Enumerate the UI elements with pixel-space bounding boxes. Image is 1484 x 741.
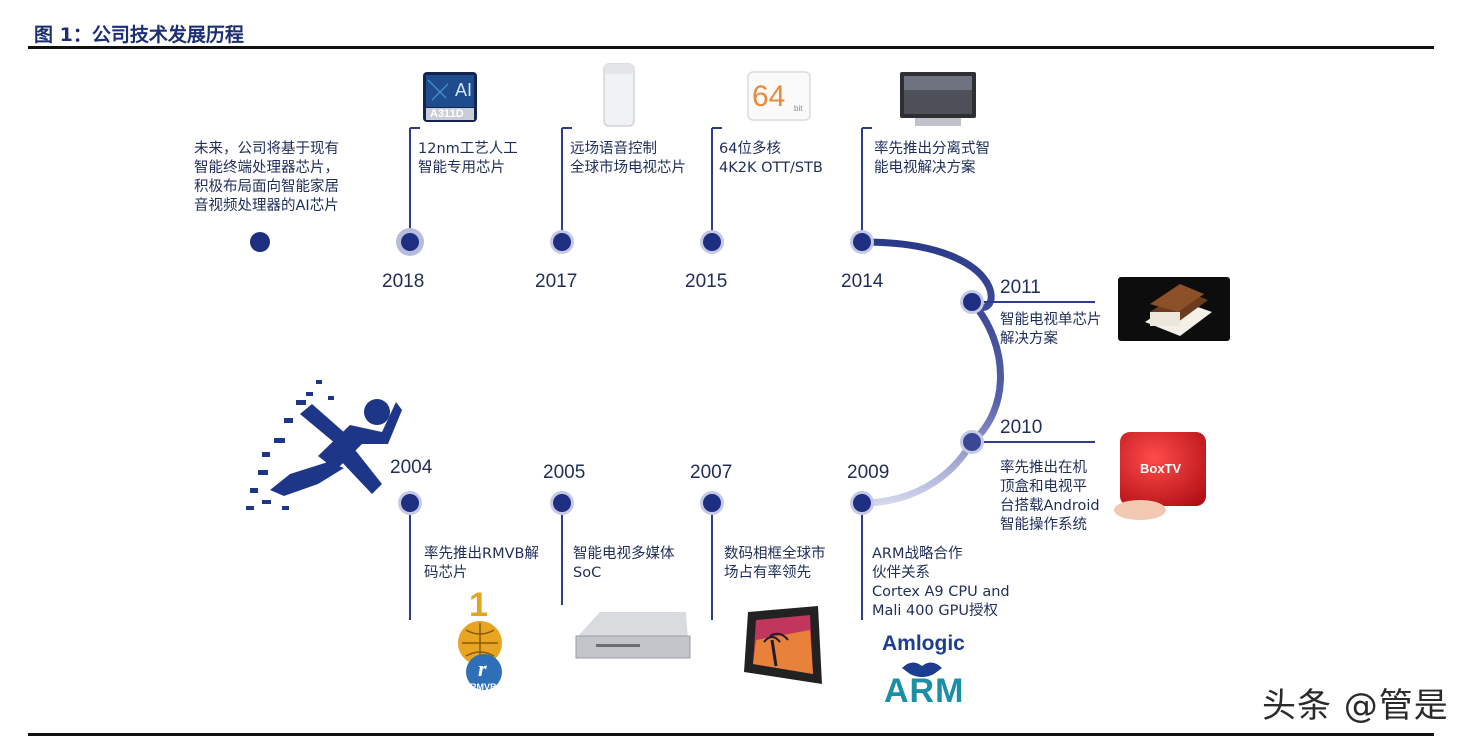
event-text-2015: 64位多核 4K2K OTT/STB bbox=[719, 141, 823, 176]
64-bit-icon bbox=[747, 71, 811, 121]
rank-number: 1 bbox=[469, 586, 488, 624]
event-text-2009: ARM战略合作 伙伴关系 Cortex A9 CPU and Mali 400 … bbox=[872, 546, 1010, 619]
event-text-2018: 12nm工艺人工 智能专用芯片 bbox=[418, 141, 518, 176]
rmvb-letter: r bbox=[478, 656, 487, 681]
event-text-2010: 率先推出在机 顶盒和电视平 台搭载Android 智能操作系统 bbox=[1000, 460, 1100, 533]
year-2005: 2005 bbox=[543, 462, 586, 483]
year-2004: 2004 bbox=[390, 457, 433, 478]
android-icecream-icon bbox=[1118, 277, 1230, 341]
watermark: 头条 @管是 bbox=[1262, 686, 1449, 726]
ai-chip-label: AI bbox=[455, 80, 473, 100]
handshake-icon bbox=[902, 662, 942, 677]
year-2015: 2015 bbox=[685, 271, 728, 292]
event-text-2017: 远场语音控制 全球市场电视芯片 bbox=[570, 141, 686, 176]
node-2004 bbox=[398, 491, 422, 515]
amlogic-logo: Amlogic bbox=[882, 632, 965, 655]
rmvb-globe-icon bbox=[458, 621, 502, 690]
top-rule bbox=[28, 46, 1434, 49]
year-2010: 2010 bbox=[1000, 417, 1043, 438]
node-future bbox=[250, 232, 270, 252]
event-text-2011: 智能电视单芯片 解决方案 bbox=[1000, 312, 1102, 347]
photo-frame-icon bbox=[744, 606, 822, 684]
event-text-2007: 数码相框全球市 场占有率领先 bbox=[724, 546, 826, 581]
box-tv-label: BoxTV bbox=[1140, 461, 1182, 476]
ai-chip-code: A311D bbox=[430, 108, 464, 120]
tv-icon bbox=[900, 72, 976, 126]
event-text-2004: 率先推出RMVB解 码芯片 bbox=[424, 546, 539, 581]
year-2007: 2007 bbox=[690, 462, 733, 483]
node-2010 bbox=[960, 430, 984, 454]
set-top-box-icon bbox=[575, 612, 691, 659]
curve-track bbox=[861, 238, 1004, 507]
node-2007 bbox=[700, 491, 724, 515]
event-text-future: 未来，公司将基于现有 智能终端处理器芯片， 积极布局面向智能家居 音视频处理器的… bbox=[194, 141, 339, 214]
node-2014 bbox=[850, 230, 874, 254]
node-2009 bbox=[850, 491, 874, 515]
box-tv-icon bbox=[1114, 432, 1206, 520]
event-text-2005: 智能电视多媒体 SoC bbox=[573, 546, 675, 581]
year-2011: 2011 bbox=[1000, 277, 1041, 298]
year-2018: 2018 bbox=[382, 271, 425, 292]
node-2018 bbox=[396, 228, 424, 256]
event-text-2014: 率先推出分离式智 能电视解决方案 bbox=[874, 141, 990, 176]
64-bit-suffix: bit bbox=[794, 104, 803, 113]
bottom-rule bbox=[28, 733, 1434, 736]
arm-logo: ARM bbox=[884, 672, 965, 710]
figure-title: 图 1：公司技术发展历程 bbox=[34, 24, 244, 46]
runner-silhouette-icon bbox=[246, 380, 402, 510]
ai-chip-icon bbox=[423, 72, 477, 122]
year-2014: 2014 bbox=[841, 271, 884, 292]
node-2005 bbox=[550, 491, 574, 515]
year-2017: 2017 bbox=[535, 271, 578, 292]
64-bit-number: 64 bbox=[752, 80, 786, 113]
node-2011 bbox=[960, 290, 984, 314]
year-2009: 2009 bbox=[847, 462, 890, 483]
node-2017 bbox=[550, 230, 574, 254]
rmvb-label: RMVB bbox=[470, 682, 497, 692]
smart-speaker-icon bbox=[603, 63, 635, 127]
node-2015 bbox=[700, 230, 724, 254]
